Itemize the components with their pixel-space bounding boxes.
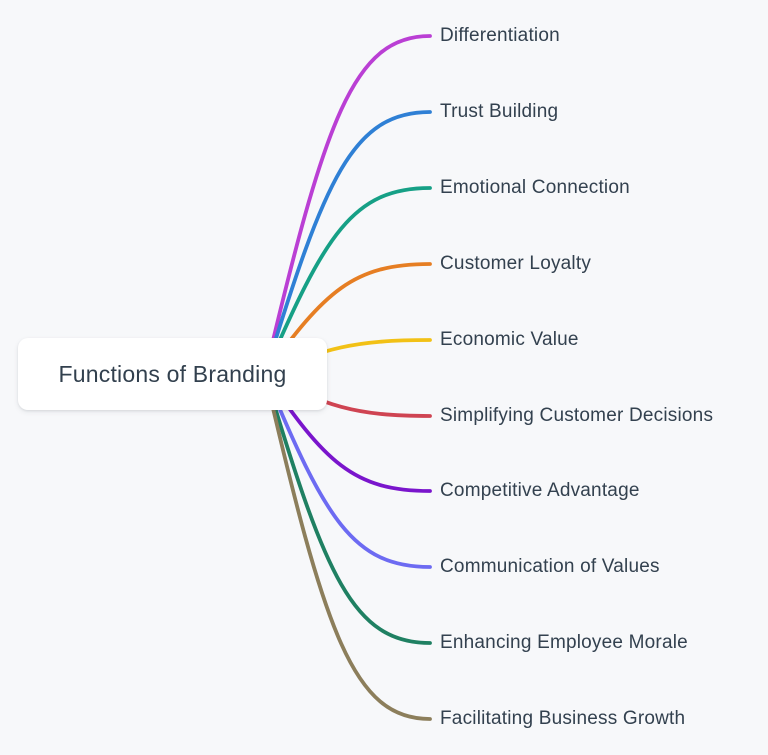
branch-node-economic-value[interactable]: Economic Value bbox=[440, 329, 579, 350]
branch-link-trust-building bbox=[263, 110, 432, 376]
branch-link-enhancing-employee-morale bbox=[263, 372, 432, 645]
root-node[interactable]: Functions of Branding bbox=[18, 338, 327, 410]
branch-node-differentiation[interactable]: Differentiation bbox=[440, 25, 560, 46]
branch-node-communication-of-values[interactable]: Communication of Values bbox=[440, 556, 660, 577]
branch-node-trust-building[interactable]: Trust Building bbox=[440, 101, 559, 122]
branch-link-differentiation bbox=[263, 34, 432, 376]
branch-node-simplifying-customer-decisions[interactable]: Simplifying Customer Decisions bbox=[440, 405, 714, 426]
branch-node-enhancing-employee-morale[interactable]: Enhancing Employee Morale bbox=[440, 632, 688, 653]
branch-link-emotional-connection bbox=[263, 186, 432, 376]
root-node-label: Functions of Branding bbox=[58, 360, 287, 387]
branch-node-competitive-advantage[interactable]: Competitive Advantage bbox=[440, 480, 640, 501]
branch-link-facilitating-business-growth bbox=[263, 372, 432, 721]
branch-node-emotional-connection[interactable]: Emotional Connection bbox=[440, 177, 630, 198]
branch-node-facilitating-business-growth[interactable]: Facilitating Business Growth bbox=[440, 708, 686, 729]
branch-node-customer-loyalty[interactable]: Customer Loyalty bbox=[440, 253, 592, 274]
branch-link-communication-of-values bbox=[263, 372, 432, 569]
